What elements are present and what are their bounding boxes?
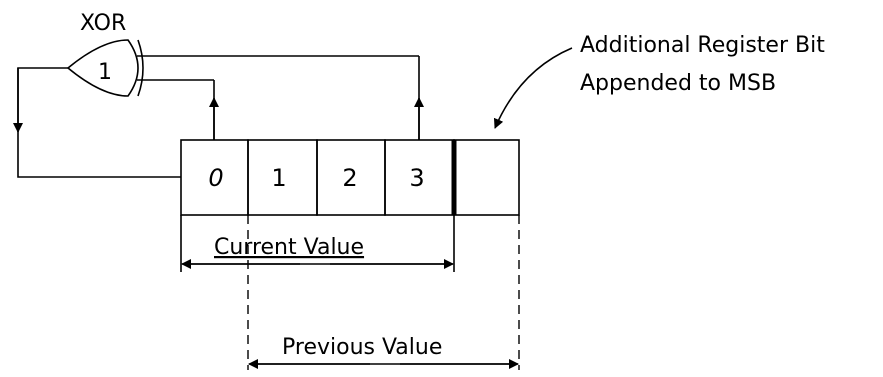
previous-value-label: Previous Value bbox=[282, 335, 442, 360]
annotation-line-1: Additional Register Bit bbox=[580, 33, 825, 58]
annotation-line-2: Appended to MSB bbox=[580, 71, 776, 96]
xor-label: XOR bbox=[80, 11, 126, 36]
cell-3-label: 3 bbox=[409, 164, 424, 192]
cell-1-label: 1 bbox=[271, 164, 286, 192]
cell-2-label: 2 bbox=[342, 164, 357, 192]
shift-register: 0 1 2 3 bbox=[180, 139, 520, 216]
xor-back-curve bbox=[137, 39, 144, 97]
annotation: Additional Register Bit Appended to MSB bbox=[493, 33, 825, 129]
previous-value-span: Previous Value bbox=[247, 215, 520, 370]
current-value-label: Current Value bbox=[214, 235, 364, 260]
xor-gate: XOR 1 bbox=[66, 11, 144, 97]
cell-0-label: 0 bbox=[208, 164, 223, 192]
current-value-span: Current Value bbox=[180, 215, 455, 272]
register-cell-extra bbox=[453, 139, 520, 216]
annotation-arrow bbox=[493, 47, 573, 129]
xor-body bbox=[66, 39, 139, 97]
xor-symbol: 1 bbox=[98, 60, 112, 85]
